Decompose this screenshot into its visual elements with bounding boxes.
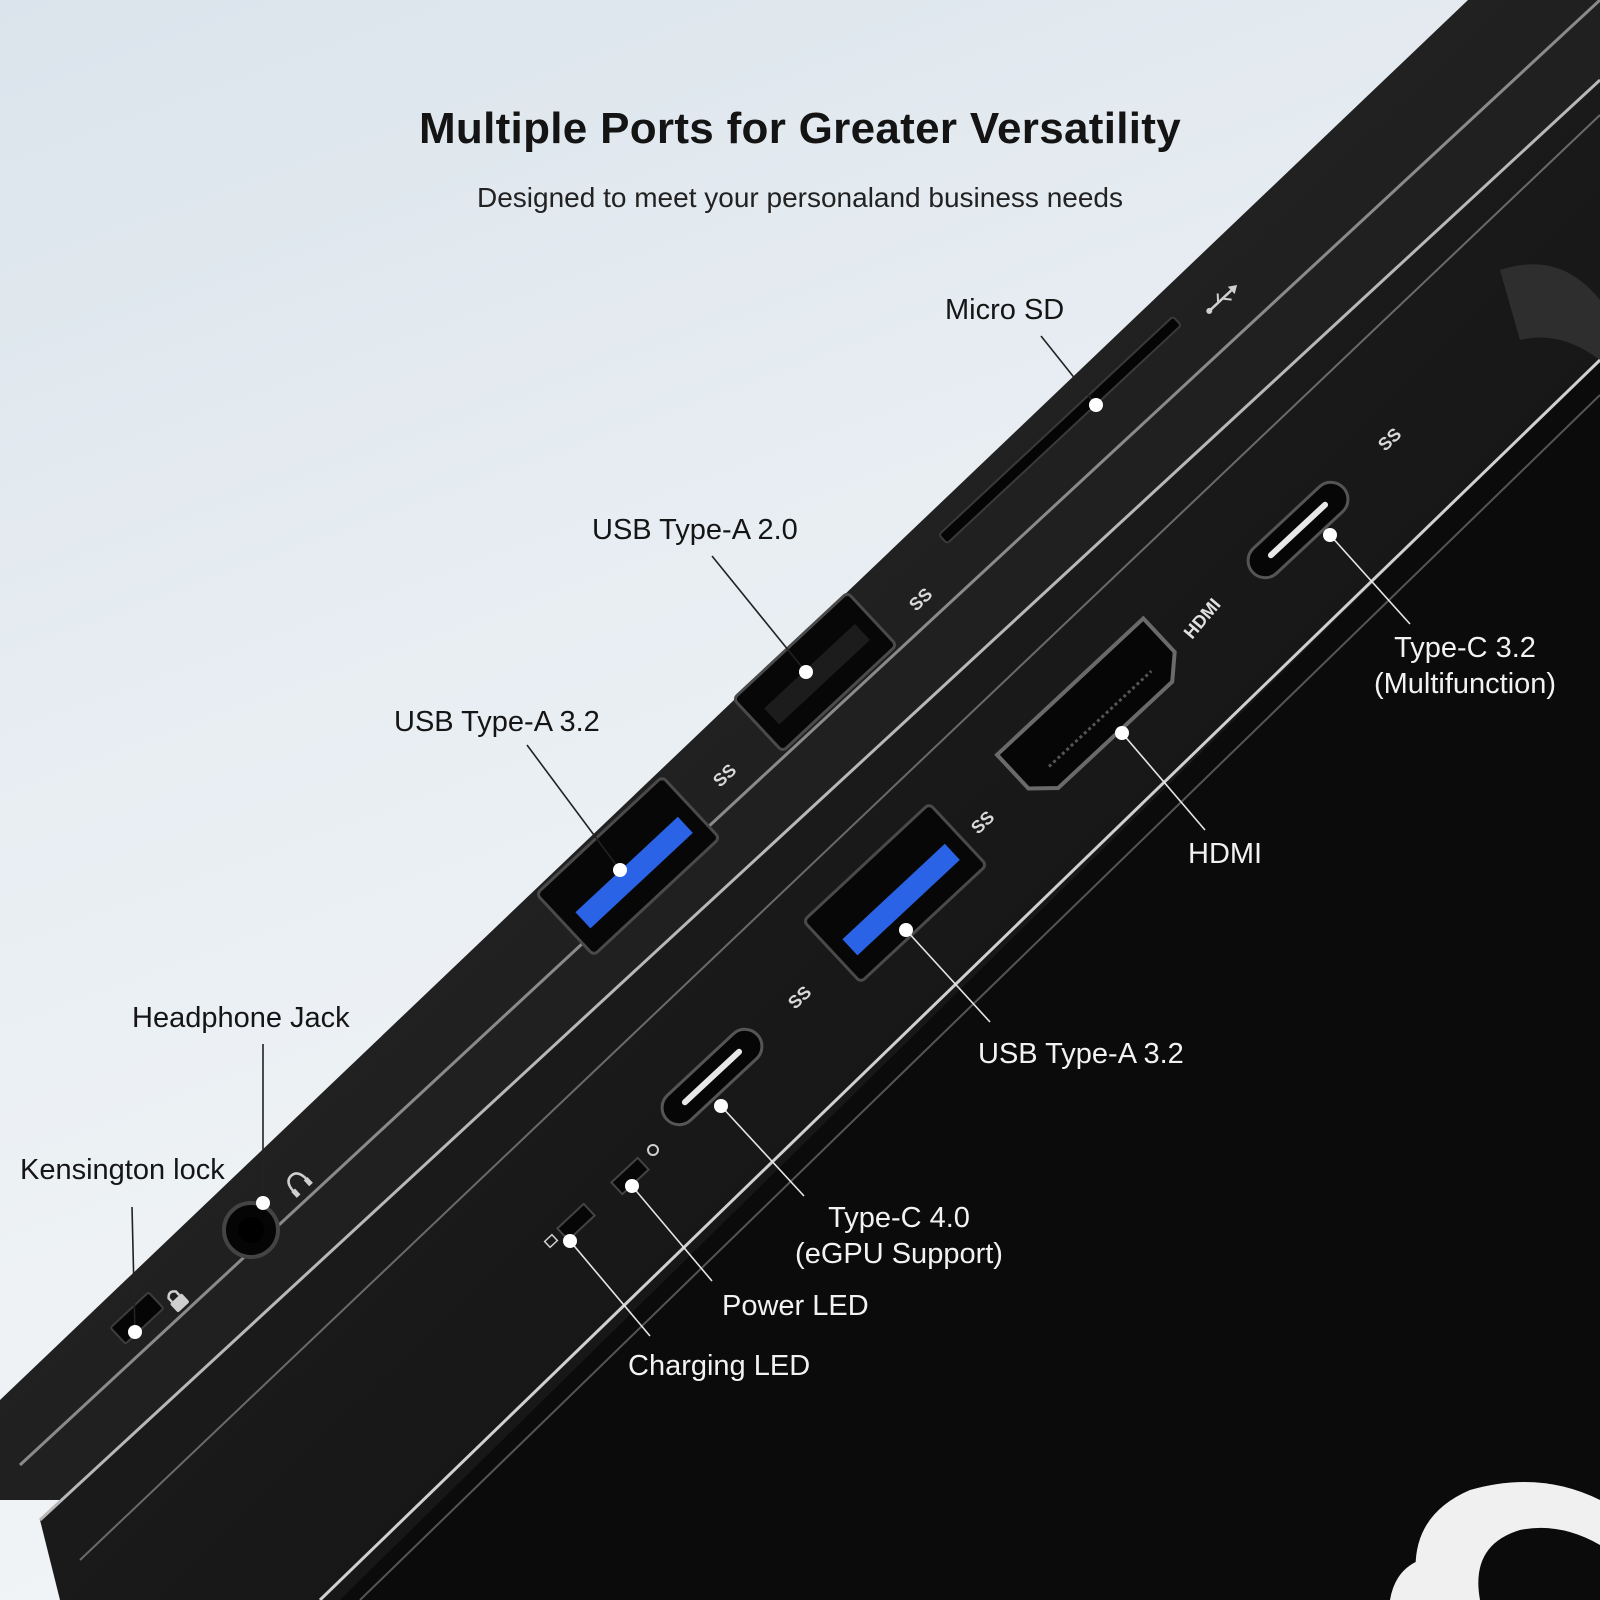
kensington-lock-slot bbox=[110, 1292, 164, 1344]
callout-usb-a-20: USB Type-A 2.0 bbox=[592, 514, 798, 546]
lock-icon bbox=[167, 1290, 189, 1312]
usb-a-20-port bbox=[733, 593, 897, 751]
hdmi-port bbox=[994, 615, 1177, 791]
type-c-32-port bbox=[1246, 480, 1350, 580]
micro-sd-slot bbox=[939, 316, 1181, 544]
charging-led bbox=[555, 1202, 597, 1242]
edge-highlight bbox=[318, 358, 1600, 1600]
callout-type-c-40-line1: Type-C 4.0 bbox=[828, 1202, 970, 1234]
usb-a-32-port-right bbox=[804, 804, 986, 982]
rear-edge bbox=[1500, 264, 1600, 360]
edge-highlight bbox=[38, 78, 1600, 1522]
edge-highlight bbox=[79, 114, 1600, 1561]
callout-kensington-lock: Kensington lock bbox=[20, 1154, 225, 1186]
page-subtitle: Designed to meet your personaland busine… bbox=[477, 182, 1123, 213]
edge-highlight bbox=[18, 0, 1600, 1467]
callout-type-c-40: Type-C 4.0 (eGPU Support) bbox=[784, 1200, 1014, 1272]
callout-micro-sd: Micro SD bbox=[945, 294, 1065, 326]
callout-type-c-32: Type-C 3.2 (Multifunction) bbox=[1360, 630, 1570, 702]
battery-icon bbox=[543, 1233, 559, 1249]
headphone-jack bbox=[222, 1201, 280, 1259]
callout-power-led: Power LED bbox=[722, 1290, 869, 1322]
headphone-icon bbox=[287, 1172, 313, 1198]
callout-headphone-jack: Headphone Jack bbox=[132, 1002, 350, 1034]
edge-highlight bbox=[359, 394, 1600, 1600]
usb-icon bbox=[1206, 284, 1238, 314]
power-icon bbox=[647, 1144, 659, 1156]
callout-usb-a-32-left: USB Type-A 3.2 bbox=[394, 706, 600, 738]
usb-a-32-port-left bbox=[537, 777, 719, 955]
callout-dots bbox=[128, 398, 1337, 1339]
callout-leaders bbox=[131, 335, 1411, 1337]
callout-charging-led: Charging LED bbox=[628, 1350, 811, 1382]
upper-chassis bbox=[0, 0, 1600, 1500]
callout-type-c-40-line2: (eGPU Support) bbox=[795, 1238, 1003, 1270]
base-shadow bbox=[340, 360, 1600, 1600]
callout-usb-a-32-right: USB Type-A 3.2 bbox=[978, 1038, 1184, 1070]
callout-type-c-32-line1: Type-C 3.2 bbox=[1394, 632, 1536, 664]
callout-type-c-32-line2: (Multifunction) bbox=[1373, 668, 1557, 700]
callout-hdmi: HDMI bbox=[1188, 838, 1263, 870]
type-c-40-port bbox=[660, 1027, 764, 1127]
brand-logo bbox=[1390, 1482, 1600, 1600]
page-title: Multiple Ports for Greater Versatility bbox=[418, 104, 1182, 153]
